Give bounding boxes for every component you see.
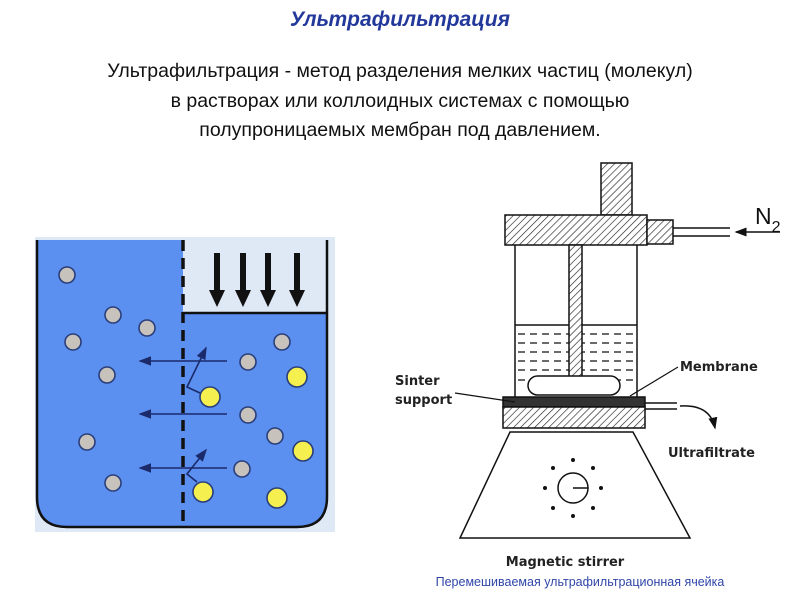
sinter-leader <box>454 392 516 403</box>
figure-caption: Перемешиваемая ультрафильтрационная ячей… <box>435 575 725 589</box>
stir-bar <box>527 375 621 396</box>
definition-line: в растворах или коллоидных системах с по… <box>170 89 630 112</box>
small-particles <box>58 266 291 492</box>
slide-title: Ультрафильтрация <box>290 8 510 31</box>
definition-text: Ультрафильтрация - метод разделения мелк… <box>20 57 780 146</box>
pressure-arrow-icon <box>235 253 251 307</box>
sinter-label: Sinter <box>395 374 440 389</box>
stirred-cell-diagram <box>454 162 780 539</box>
ultrafiltration-schematic <box>35 237 335 532</box>
pressure-arrows <box>209 253 305 307</box>
gas-inlet-block <box>646 219 674 245</box>
membrane-sinter-layer <box>502 396 646 408</box>
top-plate <box>504 214 648 246</box>
bottom-plate <box>502 406 646 429</box>
pressure-arrow-icon <box>260 253 276 307</box>
support-label: support <box>395 393 452 408</box>
definition-line: полупроницаемых мембран под давлением. <box>199 119 601 141</box>
top-rod <box>600 162 633 216</box>
large-particles <box>192 366 314 509</box>
stirrer-rod <box>568 244 583 378</box>
membrane-label: Membrane <box>680 360 758 375</box>
pressure-arrow-icon <box>289 253 305 307</box>
ultrafiltrate-arrow-icon <box>679 405 718 430</box>
ultrafiltrate-label: Ultrafiltrate <box>668 446 755 461</box>
vessel-wall <box>35 240 329 529</box>
definition-line: Ультрафильтрация - метод разделения мелк… <box>107 60 693 82</box>
pressure-arrow-icon <box>209 253 225 307</box>
gas-label: N2 <box>755 203 781 236</box>
dial-icon <box>543 458 603 518</box>
stirrer-label: Magnetic stirrer <box>506 555 625 570</box>
membrane-leader <box>629 366 679 397</box>
flow-arrows <box>138 346 227 483</box>
